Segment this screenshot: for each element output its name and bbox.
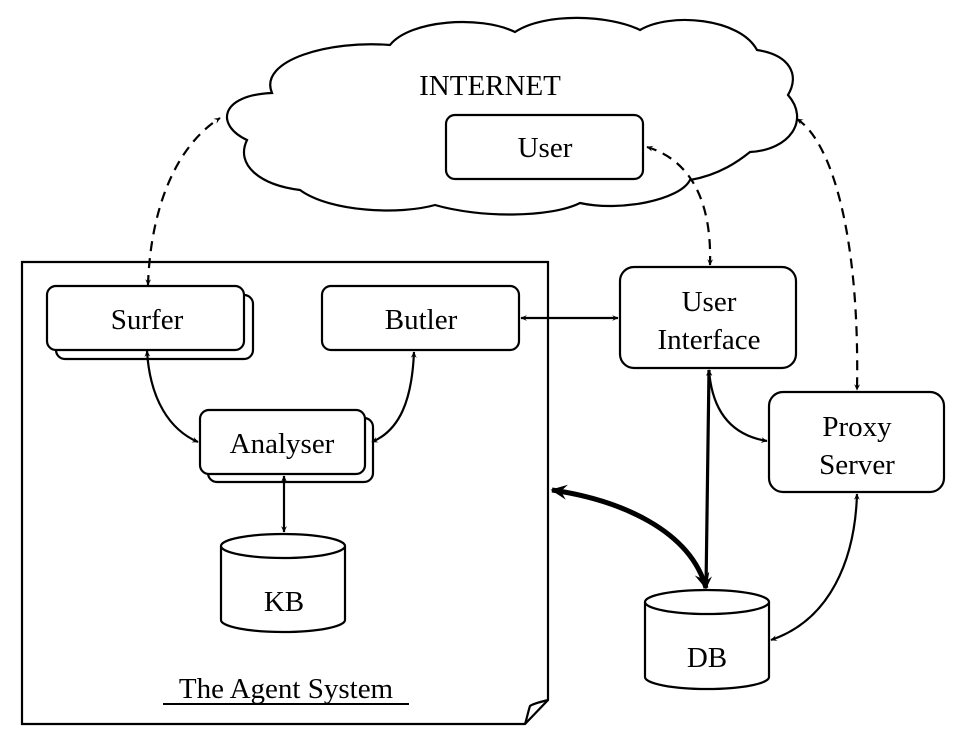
user-interface-node[interactable]: User Interface — [618, 265, 798, 370]
surfer-node[interactable]: Surfer — [45, 284, 255, 361]
edge-user-userinterface — [646, 145, 714, 266]
proxy-server-node[interactable]: Proxy Server — [767, 390, 946, 494]
agent-system-label: The Agent System — [179, 673, 394, 705]
edge-internet-proxy — [796, 118, 861, 391]
proxy-label-line2: Server — [819, 449, 895, 481]
edge-agentsystem-db — [550, 484, 710, 590]
butler-node[interactable]: Butler — [320, 284, 521, 352]
edge-userinterface-db — [700, 369, 712, 590]
analyser-node[interactable]: Analyser — [198, 408, 375, 484]
user-label: User — [518, 132, 573, 164]
kb-database[interactable]: KB — [219, 532, 347, 634]
edge-userinterface-proxy — [706, 369, 768, 443]
user-interface-label-line1: User — [682, 286, 737, 318]
edge-proxy-db — [770, 493, 860, 642]
edge-surfer-internet — [145, 117, 221, 286]
user-interface-label-line2: Interface — [657, 324, 760, 356]
analyser-label: Analyser — [230, 428, 335, 460]
proxy-label-line1: Proxy — [822, 411, 892, 443]
kb-label: KB — [264, 586, 304, 618]
internet-label: INTERNET — [419, 70, 561, 102]
user-node[interactable]: User — [444, 113, 645, 181]
surfer-label: Surfer — [111, 304, 184, 336]
edge-butler-analyser — [371, 351, 417, 444]
edge-surfer-analyser — [144, 350, 199, 444]
db-database[interactable]: DB — [643, 588, 771, 691]
db-label: DB — [687, 642, 727, 674]
butler-label: Butler — [385, 304, 458, 336]
agent-system-frame: The Agent System — [20, 260, 550, 726]
